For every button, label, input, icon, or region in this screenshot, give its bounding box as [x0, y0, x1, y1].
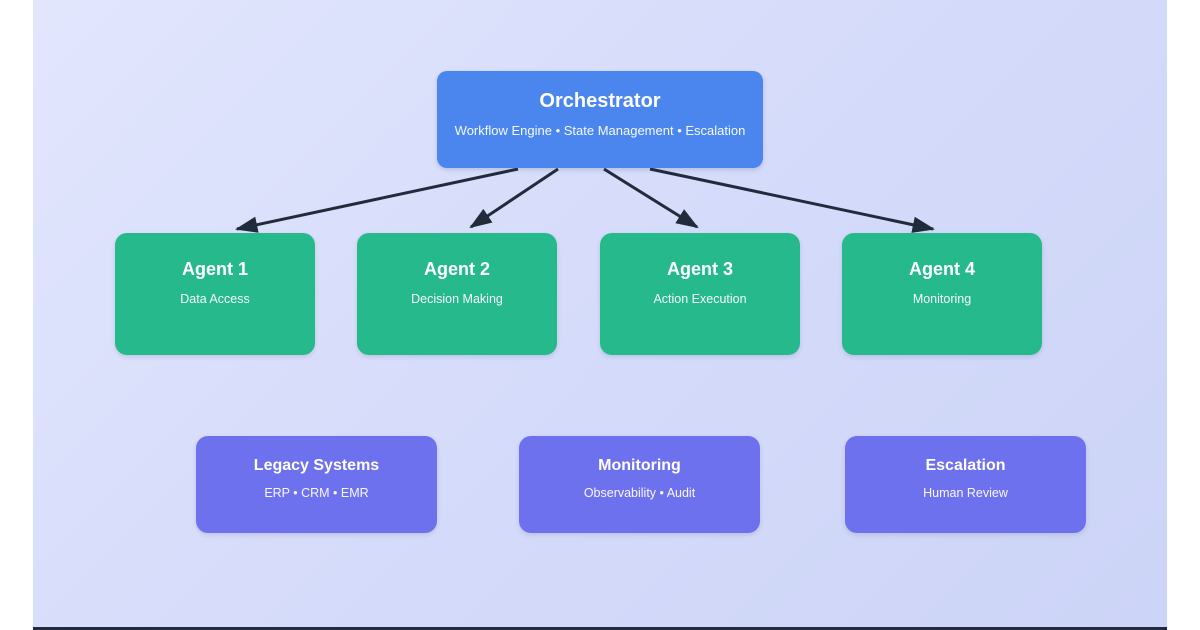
escalation-node: Escalation Human Review [845, 436, 1086, 533]
agent-3-subtitle: Action Execution [653, 292, 747, 306]
agent-4-node: Agent 4 Monitoring [842, 233, 1042, 355]
escalation-subtitle: Human Review [923, 486, 1008, 500]
agent-2-title: Agent 2 [423, 259, 490, 279]
orchestrator-title: Orchestrator [539, 90, 661, 112]
agent-1-subtitle: Data Access [180, 292, 250, 306]
agent-3-title: Agent 3 [666, 259, 733, 279]
monitoring-title: Monitoring [598, 457, 681, 474]
agent-2-subtitle: Decision Making [411, 292, 503, 306]
bottom-edge-divider [33, 627, 1167, 630]
legacy-systems-node: Legacy Systems ERP • CRM • EMR [196, 436, 437, 533]
orchestrator-subtitle: Workflow Engine • State Management • Esc… [454, 123, 746, 138]
legacy-systems-subtitle: ERP • CRM • EMR [264, 486, 369, 500]
agent-3-node: Agent 3 Action Execution [600, 233, 800, 355]
agent-1-node: Agent 1 Data Access [115, 233, 315, 355]
legacy-systems-title: Legacy Systems [253, 457, 380, 474]
escalation-title: Escalation [925, 457, 1006, 474]
agent-4-title: Agent 4 [908, 259, 975, 279]
monitoring-node: Monitoring Observability • Audit [519, 436, 760, 533]
agent-4-subtitle: Monitoring [912, 292, 972, 306]
monitoring-subtitle: Observability • Audit [583, 486, 696, 500]
agent-2-node: Agent 2 Decision Making [357, 233, 557, 355]
orchestrator-node: Orchestrator Workflow Engine • State Man… [437, 71, 763, 168]
agent-1-title: Agent 1 [181, 259, 248, 279]
